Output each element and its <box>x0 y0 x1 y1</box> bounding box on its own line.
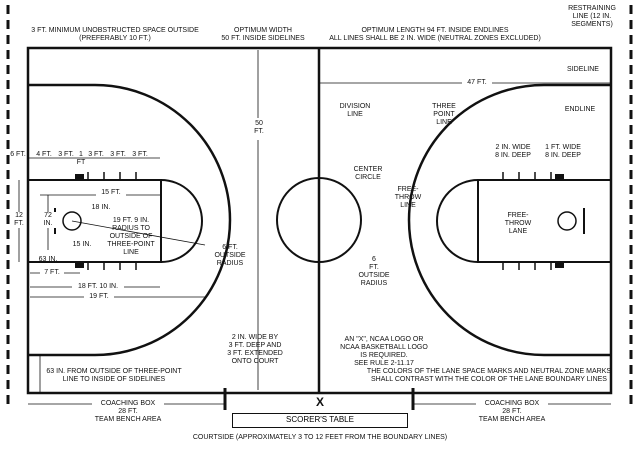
three-point-arc-right <box>407 83 611 357</box>
label-optimum-width: OPTIMUM WIDTH 50 FT. INSIDE SIDELINES <box>221 27 305 42</box>
label-d-4ft: 4 FT. <box>36 151 52 158</box>
label-2in-wide: 2 IN. WIDE 8 IN. DEEP <box>495 144 531 159</box>
x-mark: X <box>315 395 324 409</box>
center-circle <box>276 177 362 263</box>
basket-left <box>62 211 82 231</box>
label-d-3ft-4: 3 FT. <box>132 151 148 158</box>
label-division-line: DIVISION LINE <box>339 103 371 118</box>
label-sideline: SIDELINE <box>567 66 599 73</box>
label-d-15in: 15 IN. <box>72 241 92 248</box>
three-point-arc-left <box>28 83 232 357</box>
label-63in-sideline: 63 IN. FROM OUTSIDE OF THREE-POINT LINE … <box>46 368 182 383</box>
label-1ft-wide: 1 FT. WIDE 8 IN. DEEP <box>545 144 581 159</box>
label-d-19ft9: 19 FT. 9 IN. RADIUS TO OUTSIDE OF THREE-… <box>107 217 155 256</box>
label-6ft-left: 6 FT. OUTSIDE RADIUS <box>214 244 246 267</box>
label-center-circle: CENTER CIRCLE <box>353 166 383 181</box>
label-coaching-box-left: COACHING BOX 28 FT. TEAM BENCH AREA <box>92 400 164 424</box>
scorers-table: SCORER'S TABLE <box>232 413 408 428</box>
label-endline: ENDLINE <box>564 106 596 113</box>
free-throw-lane-right <box>477 179 612 263</box>
label-lane-colors: THE COLORS OF THE LANE SPACE MARKS AND N… <box>366 368 612 383</box>
label-two-in-wide-by: 2 IN. WIDE BY 3 FT. DEEP AND 3 FT. EXTEN… <box>227 334 283 365</box>
label-optimum-length: OPTIMUM LENGTH 94 FT. INSIDE ENDLINES AL… <box>329 27 541 42</box>
basket-right <box>557 211 577 231</box>
label-d-3ft-2: 3 FT. <box>88 151 104 158</box>
label-d-15ft: 15 FT. <box>96 189 126 197</box>
label-free-throw-line: FREE- THROW LINE <box>394 186 422 209</box>
label-free-throw-lane: FREE- THROW LANE <box>504 212 532 235</box>
label-restraining-line: RESTRAINING LINE (12 IN. SEGMENTS) <box>568 5 616 28</box>
label-d-7ft: 7 FT. <box>40 269 64 277</box>
label-three-point-line: THREE POINT LINE <box>432 103 456 126</box>
free-throw-circle-left <box>160 179 203 263</box>
label-6ft-center: 6 FT. OUTSIDE RADIUS <box>358 256 390 287</box>
free-throw-circle-right <box>436 179 479 263</box>
free-throw-lane-left <box>27 179 162 263</box>
label-coaching-box-right: COACHING BOX 28 FT. TEAM BENCH AREA <box>476 400 548 424</box>
label-courtside: COURTSIDE (APPROXIMATELY 3 TO 12 FEET FR… <box>192 434 448 441</box>
label-d-19ft: 19 FT. <box>84 293 114 301</box>
label-d-12ft: 12 FT. <box>12 212 26 228</box>
label-d-1ft: 1 FT <box>76 151 86 166</box>
label-d-6ft: 6 FT. <box>10 151 26 158</box>
label-ncaa-logo: AN "X", NCAA LOGO OR NCAA BASKETBALL LOG… <box>340 336 428 367</box>
label-unobstructed-space: 3 FT. MINIMUM UNOBSTRUCTED SPACE OUTSIDE… <box>31 27 199 42</box>
label-d-72in: 72 IN. <box>40 212 56 228</box>
label-47ft: 47 FT. <box>462 79 492 87</box>
label-50ft: 50 FT. <box>254 120 264 135</box>
label-d-3ft-3: 3 FT. <box>110 151 126 158</box>
label-d-3ft-1: 3 FT. <box>58 151 74 158</box>
label-d-63in: 63 IN. <box>38 256 58 263</box>
label-d-18ft10: 18 FT. 10 IN. <box>72 283 124 291</box>
label-d-18in: 18 IN. <box>91 204 111 211</box>
